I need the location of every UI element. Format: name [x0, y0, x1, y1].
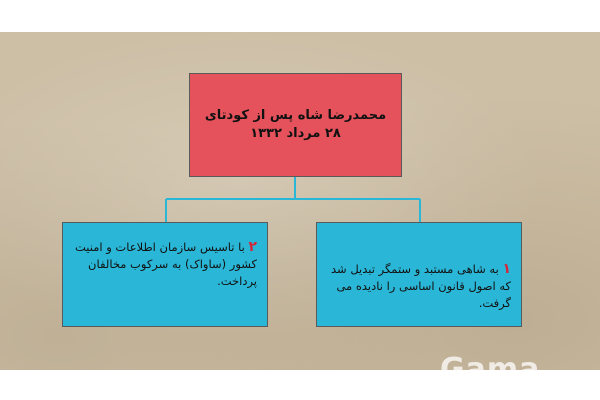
child-node-2-text: با تاسیس سازمان اطلاعات و امنیت کشور (سا…	[74, 240, 257, 288]
gama-logo-text: Gama	[440, 351, 541, 387]
child-node-2-number: ۲	[248, 239, 257, 255]
child-node-1-text: به شاهی مستبد و ستمگر تبدیل شد که اصول ق…	[331, 262, 511, 310]
root-node-text: محمدرضا شاه پس از کودتای ۲۸ مرداد ۱۳۳۲	[204, 108, 387, 141]
child-node-1: ۱ به شاهی مستبد و ستمگر تبدیل شد که اصول…	[316, 222, 522, 327]
root-node: محمدرضا شاه پس از کودتای ۲۸ مرداد ۱۳۳۲	[189, 73, 402, 177]
gama-logo: Gama	[440, 351, 580, 387]
child-node-2: ۲ با تاسیس سازمان اطلاعات و امنیت کشور (…	[62, 222, 268, 327]
child-node-1-number: ۱	[502, 261, 511, 277]
